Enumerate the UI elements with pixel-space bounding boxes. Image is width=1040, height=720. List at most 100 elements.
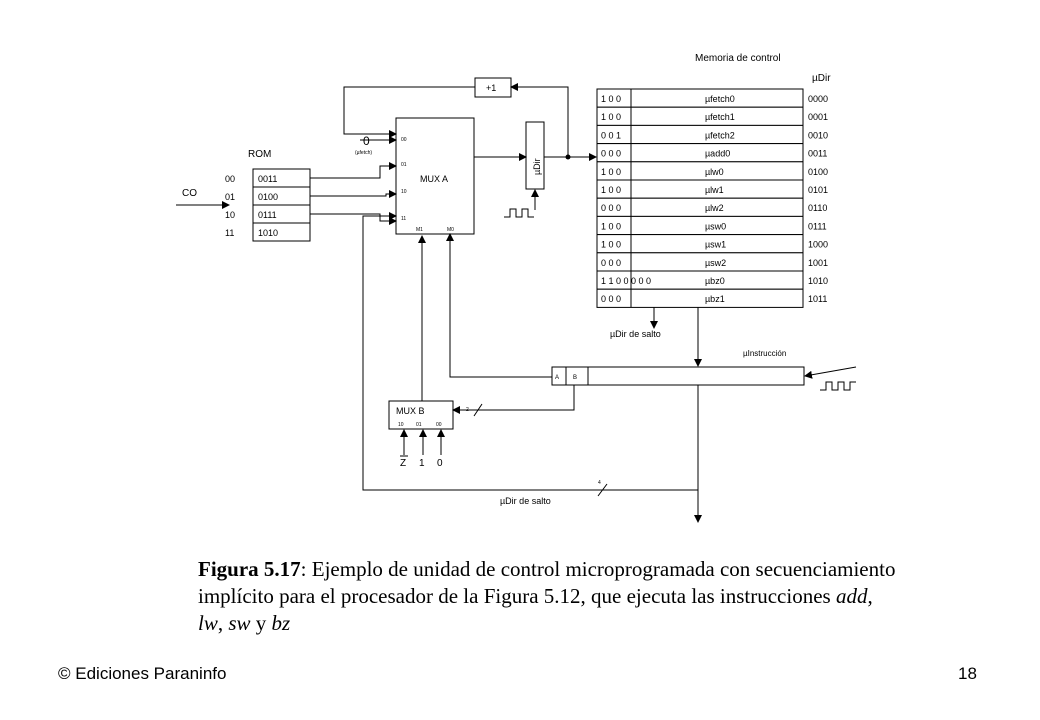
uinstruction-label: µInstrucción <box>743 349 786 358</box>
mux-b-signal-0: 0 <box>437 458 443 469</box>
memory-row-name: µfetch0 <box>705 94 735 104</box>
caption-instr-bz: bz <box>271 611 291 635</box>
caption-sep-3: y <box>250 611 272 635</box>
memory-row-bits: 1 1 0 0 0 0 0 <box>601 276 651 286</box>
page-number: 18 <box>958 664 977 683</box>
udir-clock-icon <box>504 208 534 218</box>
rom-title: ROM <box>248 149 271 160</box>
mux-a-zero-note: (µfetch) <box>355 150 372 156</box>
memory-row-bits: 1 0 0 <box>601 167 621 177</box>
memory-row-bits: 1 0 0 <box>601 185 621 195</box>
mux-b-input-01: 01 <box>416 422 422 428</box>
jump-bus-to-mux <box>362 212 698 491</box>
caption-sep-1: , <box>867 584 873 608</box>
rom-row-value: 0111 <box>258 210 277 220</box>
memory-row: 0 0 1 µfetch2 0010 <box>596 124 828 145</box>
rom-to-mux-10 <box>310 190 397 198</box>
rom-row-address: 00 <box>225 174 235 184</box>
footer-publisher: © Ediciones Paraninfo <box>58 664 227 683</box>
caption-instr-sw: sw <box>228 611 251 635</box>
memory-row-address: 0010 <box>808 130 828 140</box>
memory-row-name: µlw0 <box>705 167 724 177</box>
rom-row-address: 10 <box>225 210 235 220</box>
rom-to-mux-01 <box>310 162 397 179</box>
mux-a-select-m0: M0 <box>447 227 454 233</box>
memory-row-name: µsw0 <box>705 221 726 231</box>
mux-a-input-3: 11 <box>401 216 406 222</box>
field-b-to-muxb <box>452 385 575 414</box>
memory-row-address: 0001 <box>808 112 828 122</box>
memory-row-address: 0000 <box>808 94 828 104</box>
memory-row-name: µlw2 <box>705 203 724 213</box>
memory-row-name: µbz0 <box>705 276 725 286</box>
rom-row: 10 0111 <box>225 204 311 224</box>
rom-to-mux-11 <box>310 213 397 225</box>
mux-a <box>395 117 475 235</box>
jump-bus-label: µDir de salto <box>500 496 551 506</box>
memory-row-bits: 1 0 0 <box>601 94 621 104</box>
memory-title: Memoria de control <box>695 53 781 64</box>
memory-row-bits: 0 0 0 <box>601 203 621 213</box>
mux-b-label: MUX B <box>396 406 425 416</box>
caption-instr-lw: lw <box>198 611 218 635</box>
uinstruction-register <box>551 366 805 386</box>
uinstruction-clock-icon <box>820 381 856 391</box>
memory-row-address: 1000 <box>808 240 828 250</box>
udir-header: µDir <box>812 73 831 84</box>
rom-row-value: 1010 <box>258 228 278 238</box>
mux-b-input-10: 10 <box>398 422 404 428</box>
memory-row-address: 1010 <box>808 276 828 286</box>
memory-row-bits: 1 0 0 <box>601 221 621 231</box>
mux-a-zero: 0 <box>363 134 370 148</box>
rom-row-value: 0100 <box>258 192 278 202</box>
memory-row-name: µsw2 <box>705 258 726 268</box>
memory-row-address: 0111 <box>808 221 827 231</box>
memory-row: 1 1 0 0 0 0 0 µbz0 1010 <box>596 270 828 290</box>
incrementer-label: +1 <box>486 83 496 93</box>
memory-row: 1 0 0 µsw0 0111 <box>596 215 827 236</box>
memory-row-address: 0011 <box>808 149 827 159</box>
bus-slash-4 <box>597 483 608 497</box>
memory-row-name: µfetch2 <box>705 130 735 140</box>
memory-row-name: µbz1 <box>705 294 725 304</box>
field-a: A <box>555 375 559 381</box>
bus-slash-2 <box>473 403 483 417</box>
memory-row-bits: 1 0 0 <box>601 112 621 122</box>
memory-row: 0 0 0 µbz1 1011 <box>596 288 827 308</box>
rom-row-value: 0011 <box>258 174 277 184</box>
memory-row-name: µadd0 <box>705 149 730 159</box>
udir-to-incrementer <box>510 83 569 157</box>
memory-row-address: 1001 <box>808 258 828 268</box>
mux-a-label: MUX A <box>420 174 448 184</box>
memory-row-bits: 0 0 0 <box>601 149 621 159</box>
udir-register <box>525 121 545 190</box>
mux-a-input-1: 01 <box>401 162 407 168</box>
mux-a-input-0: 00 <box>401 137 407 143</box>
mux-b-signal-1: 1 <box>419 458 425 469</box>
rom-row-address: 01 <box>225 192 235 202</box>
mux-b-signal-z: Z <box>400 458 406 469</box>
bus-width-4: 4 <box>598 480 601 486</box>
incrementer-to-mux <box>343 86 475 138</box>
caption-sep-2: , <box>217 611 229 635</box>
memory-row-bits: 0 0 1 <box>601 130 621 140</box>
bus-width-2: 2 <box>466 407 469 413</box>
udir-register-label: µDir <box>532 158 542 175</box>
mux-a-input-2: 10 <box>401 189 407 195</box>
co-label: CO <box>182 188 197 199</box>
memory-row-name: µsw1 <box>705 240 726 250</box>
memory-row-address: 1011 <box>808 294 827 304</box>
figure-caption: Figura 5.17: Ejemplo de unidad de contro… <box>198 556 898 637</box>
caption-instr-add: add <box>835 584 868 608</box>
memory-row-bits: 0 0 0 <box>601 294 621 304</box>
rom-row: 01 0100 <box>225 186 311 206</box>
